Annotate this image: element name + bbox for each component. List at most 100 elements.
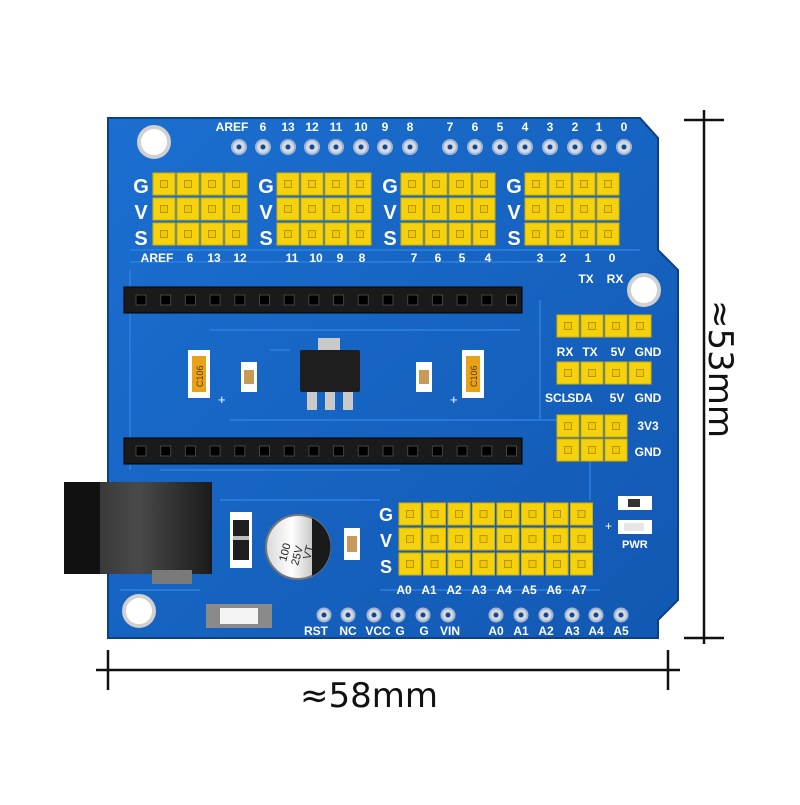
header-pin-tip (564, 322, 572, 330)
header-pin-tip (455, 510, 463, 518)
diode (230, 512, 252, 568)
header-pin-tip (408, 205, 416, 213)
bottom-edge-pad-hole (569, 612, 575, 618)
header-pin-tip (553, 560, 561, 568)
gvs-block-pin-label: 6 (187, 251, 194, 265)
header-pin-tip (284, 205, 292, 213)
gvs-letter: G (382, 176, 398, 198)
header-pin-tip (356, 205, 364, 213)
small-capacitor (344, 528, 360, 560)
top-edge-pad-hole (333, 144, 339, 150)
bottom-pin-label: A3 (564, 624, 580, 638)
top-pin-label: 1 (596, 120, 603, 134)
bottom-edge-pad-hole (395, 612, 401, 618)
top-pin-label: 4 (522, 120, 529, 134)
bottom-pin-label: A1 (513, 624, 529, 638)
header-pin-tip (564, 369, 572, 377)
header-pin-tip (588, 446, 596, 454)
top-pin-label: 3 (547, 120, 554, 134)
header-pin-tip (232, 180, 240, 188)
cap-label: C106 (469, 365, 479, 387)
header-pin-tip (636, 369, 644, 377)
analog-pin-label: A3 (471, 583, 487, 597)
header-pin-tip (332, 230, 340, 238)
female-header-socket (184, 445, 196, 457)
power-pin-label: GND (635, 445, 662, 459)
header-pin-tip (480, 180, 488, 188)
header-pin-tip (580, 180, 588, 188)
female-header-socket (333, 445, 345, 457)
width-dimension-line (96, 650, 680, 690)
gvs-letter: S (383, 228, 396, 250)
header-pin-tip (612, 422, 620, 430)
header-pin-tip (308, 230, 316, 238)
plus-mark: + (605, 519, 612, 533)
top-pin-label: 11 (330, 120, 343, 134)
gvs-letter: S (507, 228, 520, 250)
header-pin-tip (184, 230, 192, 238)
dc-barrel-jack (64, 482, 212, 584)
bottom-pin-label: G (419, 624, 428, 638)
height-dimension-label: ≈53mm (700, 300, 740, 438)
gvs-letter: V (383, 202, 397, 224)
gvs-block-pin-label: 1 (585, 251, 592, 265)
header-pin-tip (479, 560, 488, 568)
gvs-block-pin-label: 6 (435, 251, 442, 265)
female-header-socket (283, 294, 295, 306)
header-pin-tip (504, 510, 512, 518)
cap-label: C106 (195, 365, 205, 387)
female-header-top (123, 286, 523, 314)
pwr-label: PWR (622, 539, 648, 551)
height-dimension-line (684, 110, 724, 644)
header-pin-tip (406, 560, 414, 568)
txrx-label-group: TX RX (578, 272, 623, 286)
header-pin-tip (455, 560, 463, 568)
gvs-block-pin-label: 7 (411, 251, 418, 265)
analog-pin-label: A2 (446, 583, 462, 597)
female-header-socket (506, 445, 517, 457)
header-pin-tip (504, 535, 512, 543)
female-header-socket (456, 445, 468, 457)
gvs-letter: G (258, 176, 274, 198)
analog-pin-label: A6 (546, 583, 562, 597)
top-edge-pad-hole (522, 144, 528, 150)
gvs-letter: G (133, 176, 149, 198)
female-header-socket (506, 294, 517, 306)
header-pin-tip (408, 180, 416, 188)
header-pin-tip (532, 205, 540, 213)
analog-pin-label: A7 (571, 583, 587, 597)
gvs-block-pin-label: 11 (286, 251, 299, 265)
reset-button (206, 604, 272, 628)
top-edge-pad-hole (572, 144, 578, 150)
female-header-socket (481, 294, 493, 306)
i2c-pin-label: GND (635, 391, 662, 405)
header-pin-tip (636, 322, 644, 330)
voltage-regulator (300, 338, 360, 410)
gvs-block-pin-label: 10 (309, 251, 323, 265)
header-pin-tip (160, 180, 168, 188)
header-pin-tip (430, 535, 439, 543)
analog-pin-label: A1 (421, 583, 437, 597)
female-header-socket (456, 294, 468, 306)
header-pin-tip (532, 180, 540, 188)
header-pin-tip (588, 322, 596, 330)
top-pin-label: 13 (281, 120, 295, 134)
female-header-socket (209, 294, 221, 306)
header-pin-tip (332, 180, 340, 188)
header-pin-tip (577, 510, 586, 518)
bottom-edge-pad-hole (593, 612, 599, 618)
female-header-socket (382, 294, 394, 306)
header-pin-tip (332, 205, 340, 213)
header-pin-tip (528, 535, 537, 543)
gvs-block-pin-label: 9 (337, 251, 344, 265)
female-header-socket (407, 445, 419, 457)
small-capacitor (416, 362, 432, 392)
analog-pin-label: A5 (521, 583, 537, 597)
header-pin-tip (528, 510, 537, 518)
